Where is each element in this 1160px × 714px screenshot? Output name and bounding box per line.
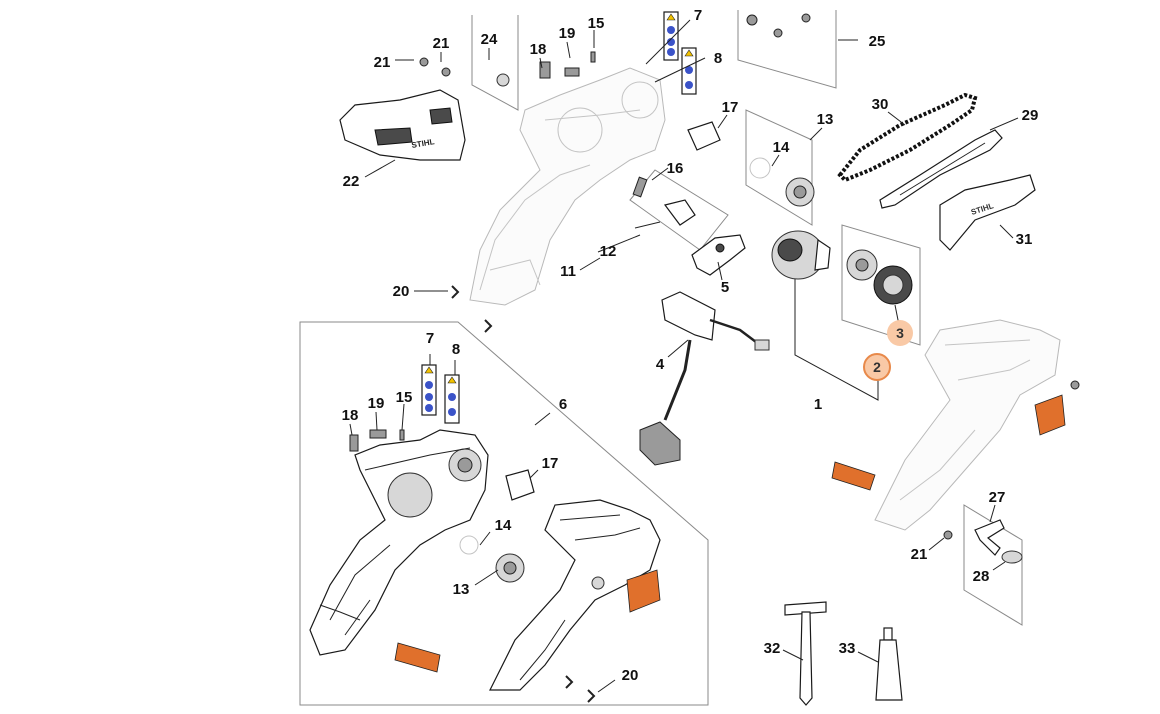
washer-icon xyxy=(496,73,510,87)
part-label-8[interactable]: 8 xyxy=(714,50,722,67)
group-frame-3 xyxy=(841,224,921,346)
part-label-20[interactable]: 20 xyxy=(393,283,410,300)
decal-icon xyxy=(444,374,460,424)
cover-brand: STIHL xyxy=(411,137,435,150)
part-label-18[interactable]: 18 xyxy=(530,41,547,58)
part-label-14[interactable]: 14 xyxy=(773,139,790,156)
part-label-22[interactable]: 22 xyxy=(343,173,360,190)
part-label-15[interactable]: 15 xyxy=(396,389,413,406)
part-label-27[interactable]: 27 xyxy=(989,489,1006,506)
part-label-28[interactable]: 28 xyxy=(973,568,990,585)
knob-icon xyxy=(459,535,525,583)
cover-icon: STIHL xyxy=(339,89,466,161)
decal-icon xyxy=(394,642,441,673)
marker-label: 3 xyxy=(896,325,904,341)
part-labels: 21 21 22 24 18 19 15 7 8 25 17 13 14 16 … xyxy=(342,7,1039,684)
screw-icon xyxy=(349,51,1080,540)
housing-icon xyxy=(874,319,1061,531)
decal-icon xyxy=(421,364,437,416)
decal-icon xyxy=(1034,394,1066,436)
part-label-32[interactable]: 32 xyxy=(764,640,781,657)
housing-icon xyxy=(489,499,661,691)
part-label-1[interactable]: 1 xyxy=(814,396,822,413)
bracket-icon xyxy=(634,199,696,229)
screw-icon xyxy=(632,176,648,198)
group-frame-13 xyxy=(745,109,813,226)
chain-icon xyxy=(837,92,978,183)
part-label-19[interactable]: 19 xyxy=(368,395,385,412)
part-label-7[interactable]: 7 xyxy=(694,7,702,24)
part-label-4[interactable]: 4 xyxy=(656,356,665,373)
knob-icon xyxy=(749,157,815,207)
part-label-15[interactable]: 15 xyxy=(588,15,605,32)
wrench-icon xyxy=(784,601,827,706)
marker-3[interactable]: 3 xyxy=(887,320,913,346)
group-frame-top-left xyxy=(471,15,519,111)
decal-icon xyxy=(681,47,697,95)
part-label-30[interactable]: 30 xyxy=(872,96,889,113)
chain-guard-icon: STIHL xyxy=(939,174,1036,251)
part-label-21[interactable]: 21 xyxy=(433,35,450,52)
part-label-5[interactable]: 5 xyxy=(721,279,729,296)
part-label-12[interactable]: 12 xyxy=(600,243,617,260)
part-label-33[interactable]: 33 xyxy=(839,640,856,657)
part-label-13[interactable]: 13 xyxy=(817,111,834,128)
bracket-icon xyxy=(974,519,1023,564)
part-label-25[interactable]: 25 xyxy=(869,33,886,50)
part-label-18[interactable]: 18 xyxy=(342,407,359,424)
guide-bar-icon xyxy=(879,129,1003,209)
marker-label: 2 xyxy=(873,359,881,375)
part-label-14[interactable]: 14 xyxy=(495,517,512,534)
group-frame-6 xyxy=(299,321,709,706)
bracket-1 xyxy=(794,278,879,401)
clip-icon xyxy=(451,285,596,703)
group-frame-top-right xyxy=(737,10,837,89)
part-label-21[interactable]: 21 xyxy=(374,54,391,71)
part-label-19[interactable]: 19 xyxy=(559,25,576,42)
part-label-24[interactable]: 24 xyxy=(481,31,498,48)
marker-2[interactable]: 2 xyxy=(863,353,891,381)
part-label-11[interactable]: 11 xyxy=(560,263,576,280)
part-label-16[interactable]: 16 xyxy=(667,160,684,177)
part-label-20[interactable]: 20 xyxy=(622,667,639,684)
part-label-8[interactable]: 8 xyxy=(452,341,460,358)
part-label-13[interactable]: 13 xyxy=(453,581,470,598)
screw-icon xyxy=(746,13,811,38)
grease-tube-icon xyxy=(875,627,903,701)
switch-icon xyxy=(691,234,746,276)
motor-icon xyxy=(771,230,831,280)
part-label-17[interactable]: 17 xyxy=(722,99,739,116)
sprocket-icon xyxy=(846,249,913,305)
part-label-29[interactable]: 29 xyxy=(1022,107,1039,124)
leader-lines xyxy=(349,19,1019,693)
part-label-21[interactable]: 21 xyxy=(911,546,928,563)
part-label-7[interactable]: 7 xyxy=(426,330,434,347)
bushing-icon xyxy=(687,121,721,151)
decal-icon xyxy=(663,11,679,61)
decal-icon xyxy=(831,461,876,491)
housing-icon xyxy=(309,429,489,656)
part-label-31[interactable]: 31 xyxy=(1016,231,1033,248)
part-label-6[interactable]: 6 xyxy=(559,396,567,413)
part-label-17[interactable]: 17 xyxy=(542,455,559,472)
bushing-icon xyxy=(505,469,535,501)
wire-harness-icon xyxy=(639,291,770,466)
decal-icon xyxy=(626,569,661,613)
